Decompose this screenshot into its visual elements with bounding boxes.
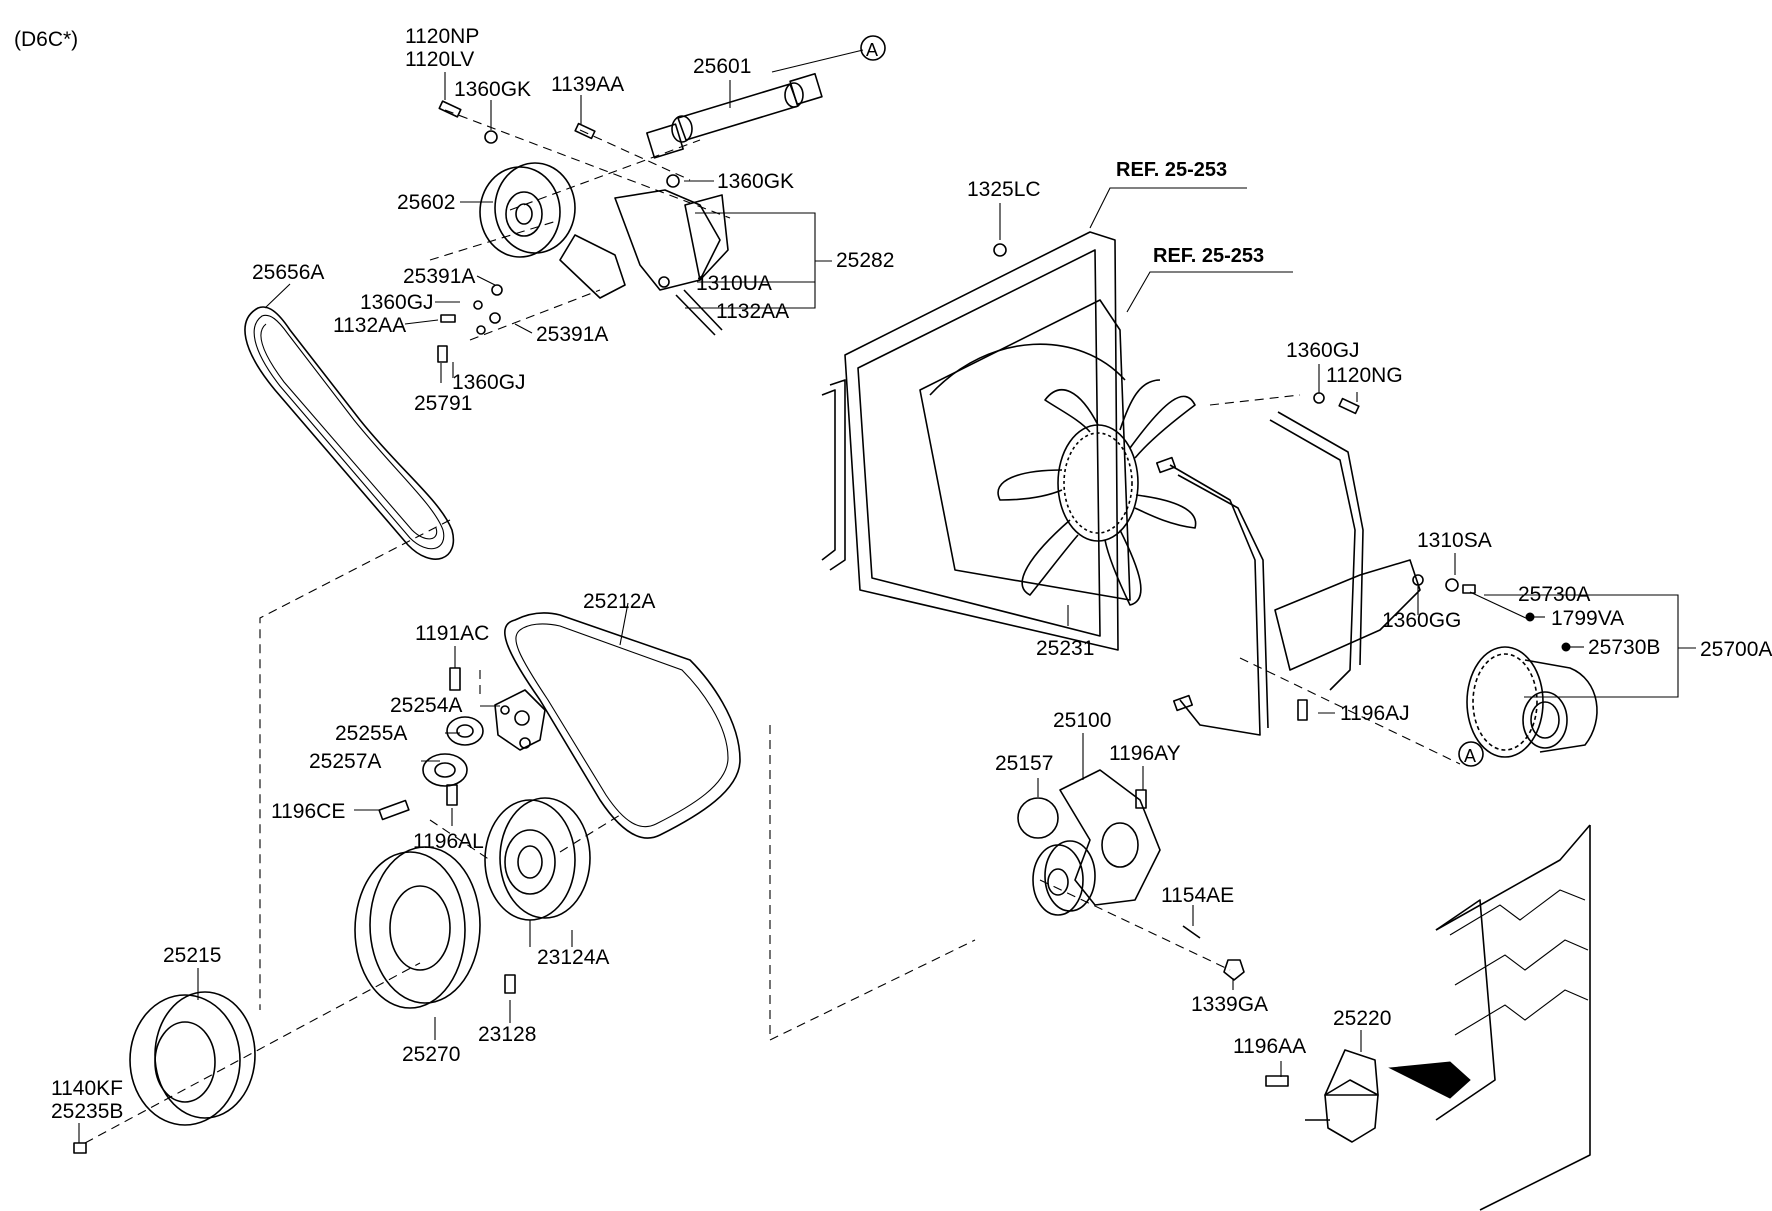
label-25791: 25791	[414, 392, 472, 415]
fan-pulley-25602	[479, 162, 576, 258]
label-1120LV: 1120LV	[405, 48, 474, 71]
label-25257A: 25257A	[309, 750, 381, 773]
label-1120NP: 1120NP	[405, 25, 479, 48]
label-25255A: 25255A	[335, 722, 407, 745]
label-25254A: 25254A	[390, 694, 462, 717]
drive-shaft-25601	[646, 72, 823, 159]
label-25391A-bottom: 25391A	[536, 323, 608, 346]
label-1120NG: 1120NG	[1326, 364, 1403, 387]
fan-clutch-25700A	[1462, 584, 1598, 758]
label-1196AL: 1196AL	[413, 830, 484, 853]
label-25391A-top: 25391A	[403, 265, 475, 288]
callout-a-top-letter: A	[866, 40, 878, 60]
top-fasteners	[437, 100, 723, 363]
ref-label-2: REF. 25-253	[1153, 245, 1264, 267]
label-25220: 25220	[1333, 1007, 1391, 1030]
label-25235B: 25235B	[51, 1100, 123, 1123]
label-1196AY: 1196AY	[1109, 742, 1181, 765]
label-25602: 25602	[397, 191, 455, 214]
label-1310SA: 1310SA	[1417, 529, 1492, 552]
label-25270: 25270	[402, 1043, 460, 1066]
label-1196CE: 1196CE	[271, 800, 345, 823]
label-1132AA-right: 1132AA	[716, 300, 789, 323]
label-25231: 25231	[1036, 637, 1094, 660]
label-1339GA: 1339GA	[1191, 993, 1268, 1016]
label-1360GJ-left: 1360GJ	[360, 291, 434, 314]
label-1360GK-top: 1360GK	[454, 78, 531, 101]
label-1360GG: 1360GG	[1382, 609, 1461, 632]
label-25215: 25215	[163, 944, 221, 967]
water-pump-25100	[1017, 769, 1245, 981]
ref-label-1: REF. 25-253	[1116, 159, 1227, 181]
belt-25656A	[244, 306, 455, 560]
label-1360GK-mid: 1360GK	[717, 170, 794, 193]
damper-25270	[354, 846, 481, 1009]
label-1196AJ: 1196AJ	[1340, 702, 1410, 725]
bracket-25220	[1265, 1049, 1379, 1143]
label-1154AE: 1154AE	[1161, 884, 1234, 907]
label-23128: 23128	[478, 1023, 536, 1046]
belt-25212A	[504, 612, 741, 839]
label-25212A: 25212A	[583, 590, 655, 613]
engine-block	[1388, 824, 1591, 1211]
fan-25231	[997, 379, 1197, 606]
label-1140KF: 1140KF	[51, 1077, 123, 1100]
assembly-centerlines	[84, 109, 1461, 1144]
label-25601: 25601	[693, 55, 751, 78]
label-1196AA: 1196AA	[1233, 1035, 1306, 1058]
label-1310UA: 1310UA	[696, 272, 772, 295]
label-1132AA-left: 1132AA	[333, 314, 406, 337]
callout-a-bottom-letter: A	[1464, 746, 1476, 766]
tensioner-pulley-25257A	[422, 753, 468, 787]
label-25730B: 25730B	[1588, 636, 1660, 659]
label-25157: 25157	[995, 752, 1053, 775]
label-1139AA: 1139AA	[551, 73, 624, 96]
tensioner-bolts	[378, 667, 461, 821]
label-1191AC: 1191AC	[415, 622, 489, 645]
callout-a-top: A	[860, 35, 886, 61]
shroud-hardware	[993, 243, 1459, 721]
crank-pulley-25215	[129, 991, 256, 1126]
bracket-25282	[559, 189, 729, 299]
idler-25255A	[446, 716, 484, 746]
radiator-shroud	[821, 231, 1131, 651]
label-25100: 25100	[1053, 709, 1111, 732]
label-1360GJ-right: 1360GJ	[1286, 339, 1360, 362]
label-23124A: 23124A	[537, 946, 609, 969]
pulley-23124A	[484, 797, 591, 921]
shroud-brackets	[1155, 411, 1421, 736]
crank-bolts	[73, 974, 516, 1154]
label-1360GJ-low: 1360GJ	[452, 371, 526, 394]
label-25282: 25282	[836, 249, 894, 272]
label-1325LC: 1325LC	[967, 178, 1041, 201]
label-25700A: 25700A	[1700, 638, 1772, 661]
callout-a-bottom: A	[1458, 741, 1484, 767]
tensioner-25254A	[494, 689, 546, 751]
label-1799VA: 1799VA	[1551, 607, 1624, 630]
label-25656A: 25656A	[252, 261, 324, 284]
leader-lines	[78, 49, 1696, 1143]
variant-label: (D6C*)	[14, 28, 78, 51]
